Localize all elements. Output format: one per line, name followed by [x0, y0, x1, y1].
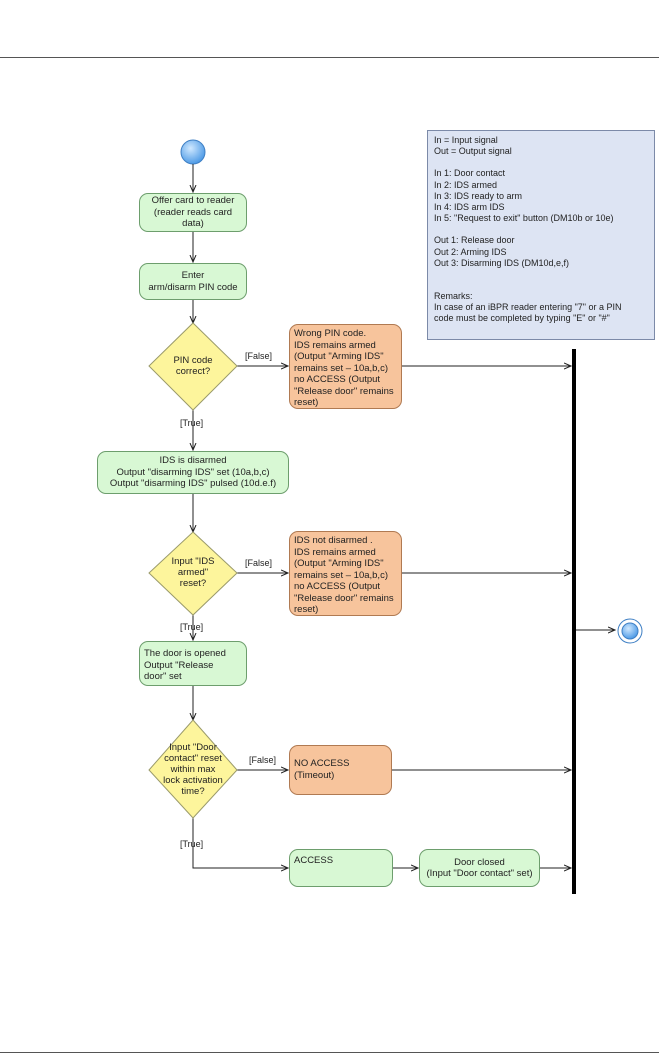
node-line: arm/disarm PIN code: [148, 281, 238, 293]
node-line: (Input "Door contact" set): [426, 868, 533, 879]
node-line: Offer card to reader: [151, 195, 235, 207]
decision-line: contact" reset: [164, 753, 222, 764]
legend-line: Out = Output signal: [434, 146, 512, 157]
node-line: ACCESS: [294, 855, 334, 866]
legend-line: Out 1: Release door: [434, 235, 515, 246]
node-line: door" set: [144, 671, 182, 682]
activity-offer-card: Offer card to reader (reader reads card …: [139, 193, 247, 232]
activity-ids-not-disarmed: IDS not disarmed . IDS remains armed (Ou…: [289, 531, 402, 616]
decision-line: Input "Door: [169, 742, 217, 753]
decision-line: time?: [181, 786, 205, 797]
decision-pin-correct: [148, 322, 238, 411]
node-line: (Output "Arming IDS": [294, 558, 384, 569]
node-line: (reader reads card: [153, 206, 233, 218]
start-node: [180, 139, 206, 165]
node-line: remains set – 10a,b,c): [294, 362, 388, 374]
decision-line: within max: [170, 764, 216, 775]
node-line: IDS not disarmed .: [294, 535, 373, 546]
decision-line: correct?: [175, 366, 211, 377]
activity-ids-disarmed: IDS is disarmed Output "disarming IDS" s…: [97, 451, 289, 494]
decision-line: PIN code: [173, 355, 213, 366]
node-line: IDS remains armed: [294, 339, 376, 351]
activity-access: ACCESS: [289, 849, 393, 887]
decision-line: Input "IDS: [171, 556, 215, 567]
activity-wrong-pin: Wrong PIN code. IDS remains armed (Outpu…: [289, 324, 402, 409]
legend-line: In 5: "Request to exit" button (DM10b or…: [434, 213, 614, 224]
legend-line: Out 3: Disarming IDS (DM10d,e,f): [434, 257, 570, 268]
node-line: (Timeout): [294, 769, 335, 781]
decision-ids-armed-reset-label: Input "IDS armed" reset?: [153, 556, 233, 589]
node-line: Output "Release: [144, 659, 214, 671]
node-line: remains set – 10a,b,c): [294, 569, 388, 581]
node-line: Output "disarming IDS" pulsed (10d.e.f): [109, 478, 277, 490]
guard-false-2: [False]: [245, 558, 273, 568]
node-line: reset): [294, 397, 319, 408]
decision-line: reset?: [179, 578, 207, 589]
guard-false-1: [False]: [245, 351, 273, 361]
join-bar: [572, 349, 576, 894]
activity-door-closed: Door closed (Input "Door contact" set): [419, 849, 540, 887]
decision-pin-correct-label: PIN code correct?: [153, 355, 233, 377]
activity-door-opened: The door is opened Output "Release door"…: [139, 641, 247, 686]
decision-door-contact-reset-label: Input "Door contact" reset within max lo…: [148, 742, 238, 797]
legend-box: In = Input signal Out = Output signal In…: [427, 130, 655, 340]
node-line: no ACCESS (Output: [294, 581, 381, 592]
legend-line: In 2: IDS armed: [434, 179, 498, 190]
legend-line: In 4: IDS arm IDS: [434, 202, 505, 213]
legend-line: In = Input signal: [434, 135, 498, 145]
footer-rule: [0, 1052, 659, 1053]
node-line: "Release door" remains: [294, 385, 394, 397]
activity-enter-pin: Enter arm/disarm PIN code: [139, 263, 247, 300]
node-line: Enter: [181, 270, 205, 281]
node-line: reset): [294, 604, 319, 615]
node-line: Output "disarming IDS" set (10a,b,c): [116, 466, 270, 478]
guard-true-1: [True]: [180, 418, 204, 428]
legend-line: In 1: Door contact: [434, 168, 506, 179]
legend-line: In case of an iBPR reader entering "7" o…: [434, 302, 622, 313]
node-line: IDS remains armed: [294, 546, 376, 558]
decision-line: lock activation: [163, 775, 223, 786]
decision-ids-armed-reset: [148, 531, 238, 616]
legend-line: Out 2: Arming IDS: [434, 246, 507, 257]
header-rule: [0, 57, 659, 58]
node-line: IDS is disarmed: [159, 455, 227, 467]
node-line: NO ACCESS: [294, 758, 350, 769]
legend-line: Remarks:: [434, 291, 473, 302]
legend-line: code must be completed by typing "E" or …: [434, 313, 610, 324]
node-line: Door closed: [454, 856, 505, 868]
node-line: "Release door" remains: [294, 592, 394, 604]
guard-true-3: [True]: [180, 839, 204, 849]
decision-line: armed": [177, 567, 209, 578]
decision-door-contact-reset: [148, 719, 238, 819]
guard-false-3: [False]: [249, 755, 277, 765]
node-line: (Output "Arming IDS": [294, 351, 384, 362]
node-line: Wrong PIN code.: [294, 328, 367, 339]
legend-line: In 3: IDS ready to arm: [434, 190, 523, 201]
activity-no-access: NO ACCESS (Timeout): [289, 745, 392, 795]
node-line: data): [182, 218, 204, 230]
node-line: no ACCESS (Output: [294, 374, 381, 385]
guard-true-2: [True]: [180, 622, 204, 632]
node-line: The door is opened: [144, 648, 226, 659]
end-node-inner: [621, 622, 639, 640]
edge-decision3-access: [192, 818, 288, 868]
